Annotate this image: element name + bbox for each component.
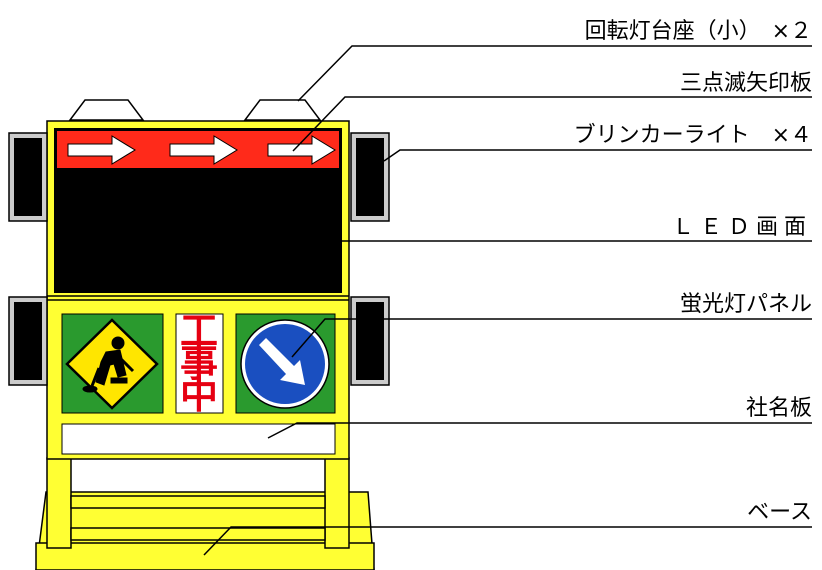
arrow-right-icon [267,135,336,165]
keep-left-sign [235,313,336,414]
arrow-down-right-icon [259,338,305,385]
arrow-right-icon [169,135,238,165]
construction-kanji-2: 事 [180,341,218,385]
arrow-right-icon [67,135,136,165]
construction-kanji-3: 中 [180,373,218,417]
leader-lines [203,45,812,556]
construction-sign: 工 事 中 [175,309,224,417]
rotating-light-base-right [243,99,322,121]
blinker-lights [8,132,390,386]
arrow-icons [67,135,336,165]
label-led-screen: ＬＥＤ画面 [672,215,812,240]
worker-icon [82,336,135,393]
worker-warning-sign [61,313,164,414]
construction-kanji-1: 工 [180,309,218,353]
label-fluorescent-panel: 蛍光灯パネル [680,292,812,317]
label-blinker-light: ブリンカーライト ×４ [574,123,812,148]
support-legs [46,457,350,549]
rotating-light-base-left [68,99,145,121]
label-arrow-board: 三点滅矢印板 [680,71,812,96]
label-base: ベース [747,500,812,525]
label-company-plate: 社名板 [746,396,812,421]
label-rotating-light-base: 回転灯台座（小） ×２ [585,19,812,44]
company-plate [61,423,336,455]
